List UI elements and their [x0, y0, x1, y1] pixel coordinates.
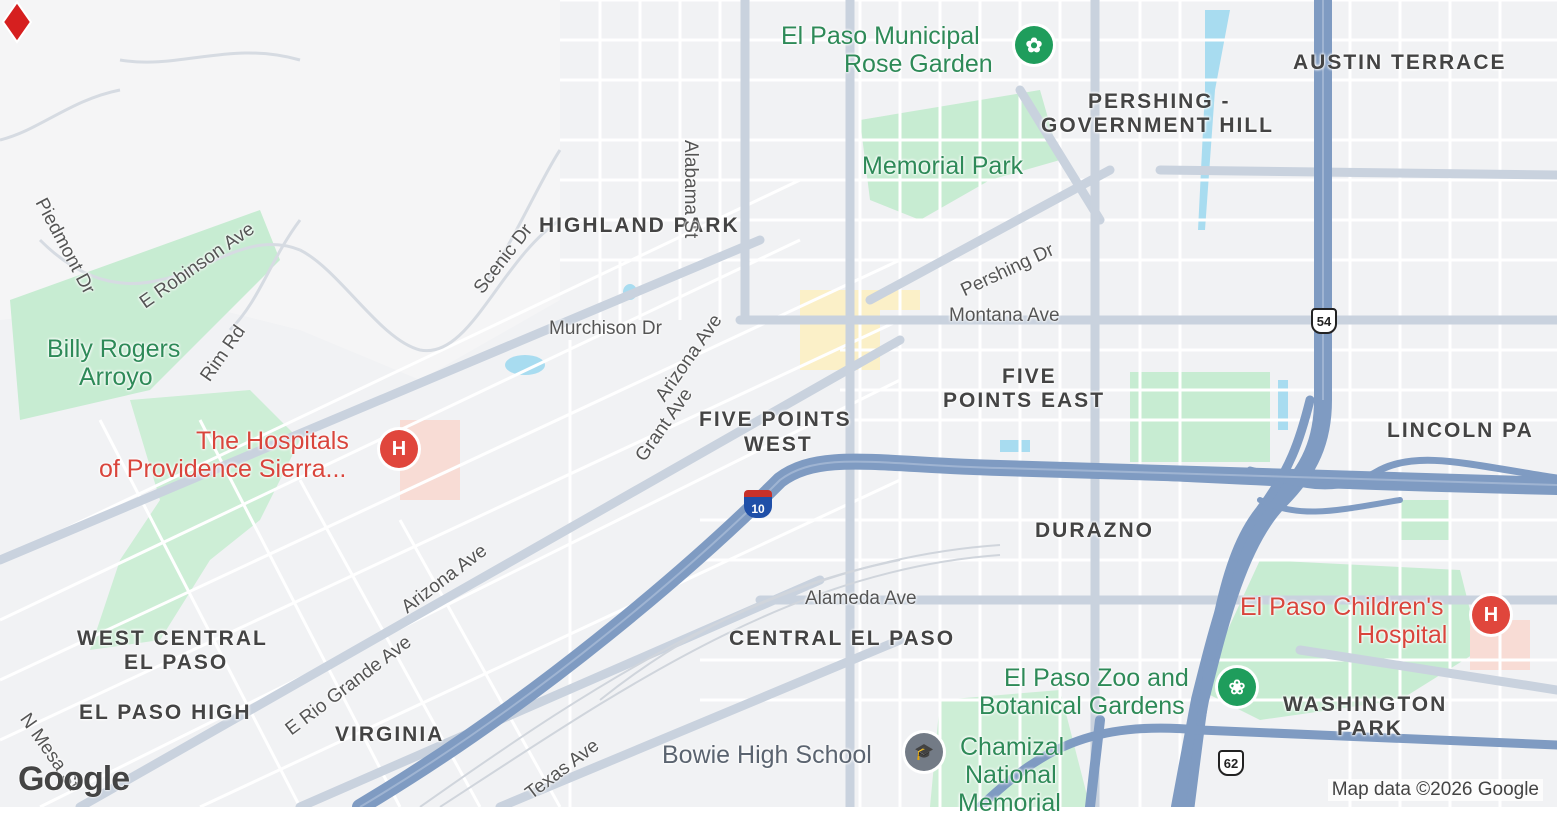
poi-hospitals-providence-line2[interactable]: of Providence Sierra... [99, 455, 347, 483]
poi-childrens-hospital-line2[interactable]: Hospital [1357, 621, 1448, 649]
neighborhood-washington-park-line2: PARK [1337, 717, 1403, 740]
poi-chamizal-line1[interactable]: Chamizal [960, 733, 1065, 761]
neighborhood-pershing-line1: PERSHING - [1088, 90, 1231, 113]
street-alabama: Alabama St [680, 140, 701, 239]
map-attribution[interactable]: Map data ©2026 Google [1327, 779, 1543, 801]
us-62-shield: 62 [1218, 750, 1244, 776]
poi-bowie-high-school[interactable]: Bowie High School [662, 741, 872, 769]
poi-zoo-line1[interactable]: El Paso Zoo and [1004, 664, 1189, 692]
poi-rose-garden-line1[interactable]: El Paso Municipal [781, 22, 980, 50]
poi-rose-garden-line2[interactable]: Rose Garden [844, 50, 993, 78]
google-logo[interactable]: Google [18, 760, 130, 798]
school-icon[interactable]: 🎓 [905, 733, 943, 771]
interstate-10-shield: 10 [744, 490, 772, 518]
neighborhood-five-points-east-line1: FIVE [1002, 365, 1057, 388]
neighborhood-el-paso-high: EL PASO HIGH [79, 701, 252, 724]
street-alameda: Alameda Ave [805, 588, 917, 609]
poi-chamizal-line2[interactable]: National [965, 761, 1057, 789]
poi-childrens-hospital-line1[interactable]: El Paso Children's [1240, 593, 1444, 621]
neighborhood-west-central-line1: WEST CENTRAL [77, 627, 268, 650]
paw-icon[interactable]: ❀ [1218, 668, 1256, 706]
hospital-icon[interactable]: H [380, 430, 418, 468]
poi-zoo-line2[interactable]: Botanical Gardens [979, 692, 1185, 720]
neighborhood-virginia: VIRGINIA [335, 723, 445, 746]
poi-memorial-park[interactable]: Memorial Park [862, 152, 1024, 180]
flower-icon[interactable]: ✿ [1015, 26, 1053, 64]
hospital-icon[interactable]: H [1472, 596, 1510, 634]
neighborhood-central-el-paso: CENTRAL EL PASO [729, 627, 956, 650]
neighborhood-washington-park-line1: WASHINGTON [1283, 693, 1448, 716]
street-montana: Montana Ave [949, 305, 1060, 326]
neighborhood-lincoln-park: LINCOLN PA [1387, 419, 1534, 442]
neighborhood-five-points-east-line2: POINTS EAST [943, 389, 1106, 412]
neighborhood-west-central-line2: EL PASO [124, 651, 229, 674]
neighborhood-durazno: DURAZNO [1035, 519, 1154, 542]
neighborhood-highland-park: HIGHLAND PARK [539, 214, 740, 237]
us-54-shield: 54 [1311, 308, 1337, 334]
poi-chamizal-line3[interactable]: Memorial [958, 789, 1061, 817]
neighborhood-pershing-line2: GOVERNMENT HILL [1041, 114, 1274, 137]
neighborhood-five-points-west-line2: WEST [744, 433, 813, 456]
street-murchison: Murchison Dr [549, 318, 662, 339]
poi-billy-rogers-line2[interactable]: Arroyo [79, 363, 153, 391]
poi-hospitals-providence-line1[interactable]: The Hospitals [196, 427, 349, 455]
neighborhood-austin-terrace: AUSTIN TERRACE [1293, 51, 1507, 74]
location-pin-icon[interactable] [0, 0, 34, 44]
neighborhood-five-points-west-line1: FIVE POINTS [699, 408, 852, 431]
poi-billy-rogers-line1[interactable]: Billy Rogers [47, 335, 181, 363]
